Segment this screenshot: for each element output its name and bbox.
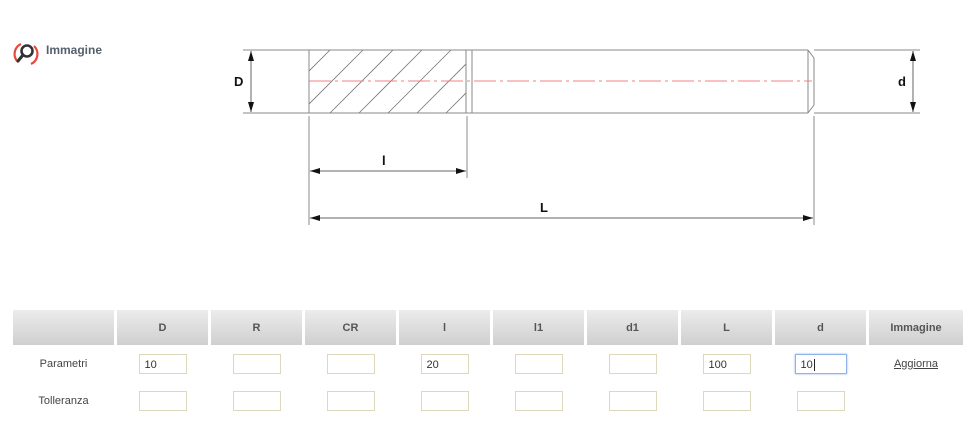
param-CR-input[interactable]	[326, 353, 375, 374]
param-d-input[interactable]: 10	[794, 353, 847, 374]
row-label: Parametri	[39, 357, 88, 370]
tol-L-input[interactable]	[702, 390, 751, 411]
header-d: d	[775, 310, 866, 345]
dim-label-l: l	[382, 153, 386, 168]
header-immagine: Immagine	[869, 310, 963, 345]
text-caret	[813, 358, 815, 371]
image-section-header: Immagine	[12, 40, 102, 68]
row-label: Tolleranza	[38, 394, 89, 407]
tol-d1-input[interactable]	[608, 390, 657, 411]
dim-label-D: D	[234, 74, 243, 89]
header-l1: l1	[493, 310, 584, 345]
table-row-tolleranza: Tolleranza	[13, 382, 963, 419]
header-l: l	[399, 310, 490, 345]
image-section-title: Immagine	[46, 43, 103, 57]
empty-cell	[869, 382, 963, 419]
hatching	[309, 50, 466, 113]
header-L: L	[681, 310, 772, 345]
header-d1: d1	[587, 310, 678, 345]
tol-d-input[interactable]	[796, 390, 845, 411]
magnifier-icon	[13, 42, 39, 66]
header-D: D	[117, 310, 208, 345]
tol-R-input[interactable]	[232, 390, 281, 411]
parameters-table: D R CR l l1 d1 L d Immagine Parametri 10…	[10, 310, 966, 419]
tool-technical-drawing: D d l L	[234, 49, 920, 225]
param-d1-input[interactable]	[608, 353, 657, 374]
header-blank	[13, 310, 114, 345]
header-CR: CR	[305, 310, 396, 345]
dim-label-L: L	[540, 200, 548, 215]
tol-CR-input[interactable]	[326, 390, 375, 411]
param-R-input[interactable]	[232, 353, 281, 374]
aggiorna-link[interactable]: Aggiorna	[893, 357, 939, 370]
table-row-parametri: Parametri 10 20 100 10 Aggiorna	[13, 345, 963, 382]
param-l-input[interactable]: 20	[420, 353, 469, 374]
table-header-row: D R CR l l1 d1 L d Immagine	[13, 310, 963, 345]
tol-D-input[interactable]	[138, 390, 187, 411]
param-d-value: 10	[800, 358, 813, 371]
tol-l1-input[interactable]	[514, 390, 563, 411]
tol-l-input[interactable]	[420, 390, 469, 411]
param-D-input[interactable]: 10	[138, 353, 187, 374]
dim-label-d: d	[898, 74, 906, 89]
param-l1-input[interactable]	[514, 353, 563, 374]
header-R: R	[211, 310, 302, 345]
param-L-input[interactable]: 100	[702, 353, 751, 374]
